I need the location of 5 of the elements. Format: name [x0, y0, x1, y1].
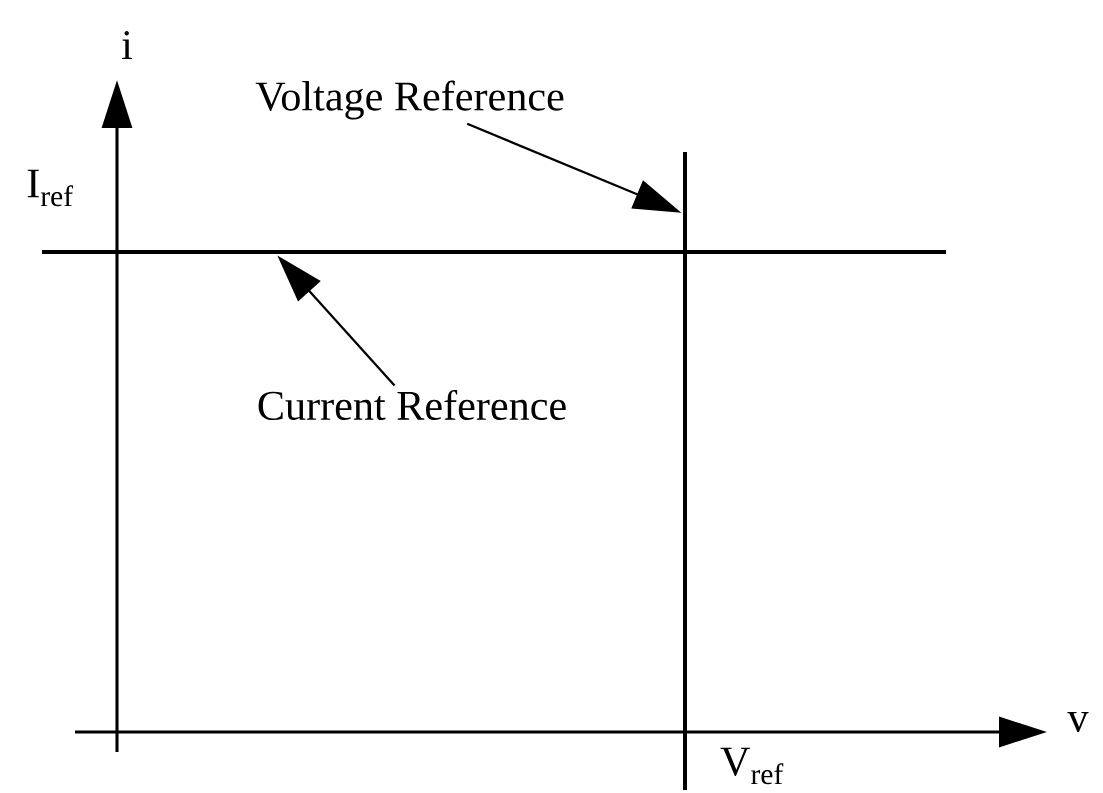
reference-label: Voltage Reference: [255, 80, 564, 120]
axis-label: v: [1067, 712, 1089, 732]
axis-label: i: [122, 31, 133, 59]
reference-label: Current Reference: [258, 389, 566, 421]
axis-label: I$_{ref}$: [27, 169, 74, 207]
